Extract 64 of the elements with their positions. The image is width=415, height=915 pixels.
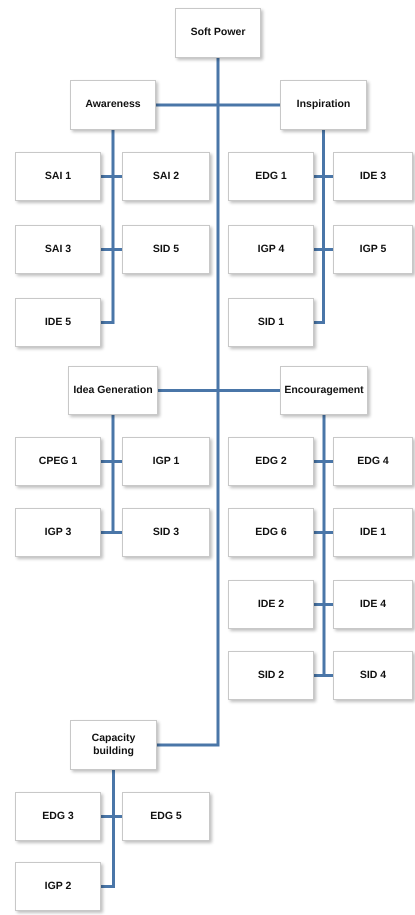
node-label: Capacity building [90, 732, 136, 758]
connector-line [322, 415, 333, 677]
process-box [333, 508, 413, 557]
process-box [15, 152, 101, 201]
process-box [228, 580, 314, 629]
node-label: SID 5 [152, 242, 180, 256]
node-label: EDG 5 [150, 810, 182, 824]
node-label: SAI 3 [44, 242, 72, 256]
process-box [122, 437, 210, 486]
process-box [122, 792, 210, 841]
node-label: IDE 4 [360, 598, 386, 612]
process-box [15, 508, 101, 557]
node-label: IDE 2 [258, 598, 284, 612]
process-box [175, 8, 261, 58]
process-box [122, 225, 210, 274]
process-box [228, 225, 314, 274]
node-label: IGP 1 [152, 454, 180, 468]
node-label: Soft Power [190, 26, 246, 40]
process-box [122, 508, 210, 557]
node-label: IGP 4 [258, 242, 284, 256]
node-label: EDG 2 [255, 454, 287, 468]
process-box [333, 437, 413, 486]
node-label: EDG 3 [42, 810, 74, 824]
node-label: IGP 2 [44, 880, 72, 894]
node-label: Encouragement [284, 384, 364, 398]
node-label: EDG 4 [357, 454, 389, 468]
node-label: SID 4 [360, 668, 386, 682]
process-box [228, 298, 314, 347]
node-label: IDE 3 [360, 170, 386, 184]
process-box [228, 437, 314, 486]
node-label: SID 2 [258, 668, 284, 682]
node-label: Idea Generation [73, 384, 153, 398]
node-label: IDE 5 [44, 316, 72, 330]
process-box [70, 720, 157, 770]
process-box [333, 152, 413, 201]
process-box [228, 508, 314, 557]
process-box [15, 437, 101, 486]
process-box [15, 862, 101, 911]
process-box [280, 80, 367, 130]
node-label: Awareness [85, 98, 141, 112]
node-label: Inspiration [296, 98, 350, 112]
node-label: SID 3 [152, 526, 180, 540]
node-label: IGP 3 [44, 526, 72, 540]
node-label: EDG 6 [255, 526, 287, 540]
process-box [122, 152, 210, 201]
process-box [333, 651, 413, 700]
process-box [333, 225, 413, 274]
process-box [228, 152, 314, 201]
node-label: SID 1 [258, 316, 284, 330]
process-box [333, 580, 413, 629]
process-box [70, 80, 156, 130]
node-label: CPEG 1 [38, 454, 78, 468]
process-box [68, 366, 158, 415]
connector-line [314, 130, 325, 324]
node-label: SAI 2 [152, 170, 180, 184]
process-box [228, 651, 314, 700]
node-label: SAI 1 [44, 170, 72, 184]
process-box [15, 225, 101, 274]
node-label: IDE 1 [360, 526, 386, 540]
node-label: IGP 5 [360, 242, 386, 256]
process-box [15, 298, 101, 347]
process-box [280, 366, 368, 415]
process-box [15, 792, 101, 841]
node-label: EDG 1 [255, 170, 287, 184]
